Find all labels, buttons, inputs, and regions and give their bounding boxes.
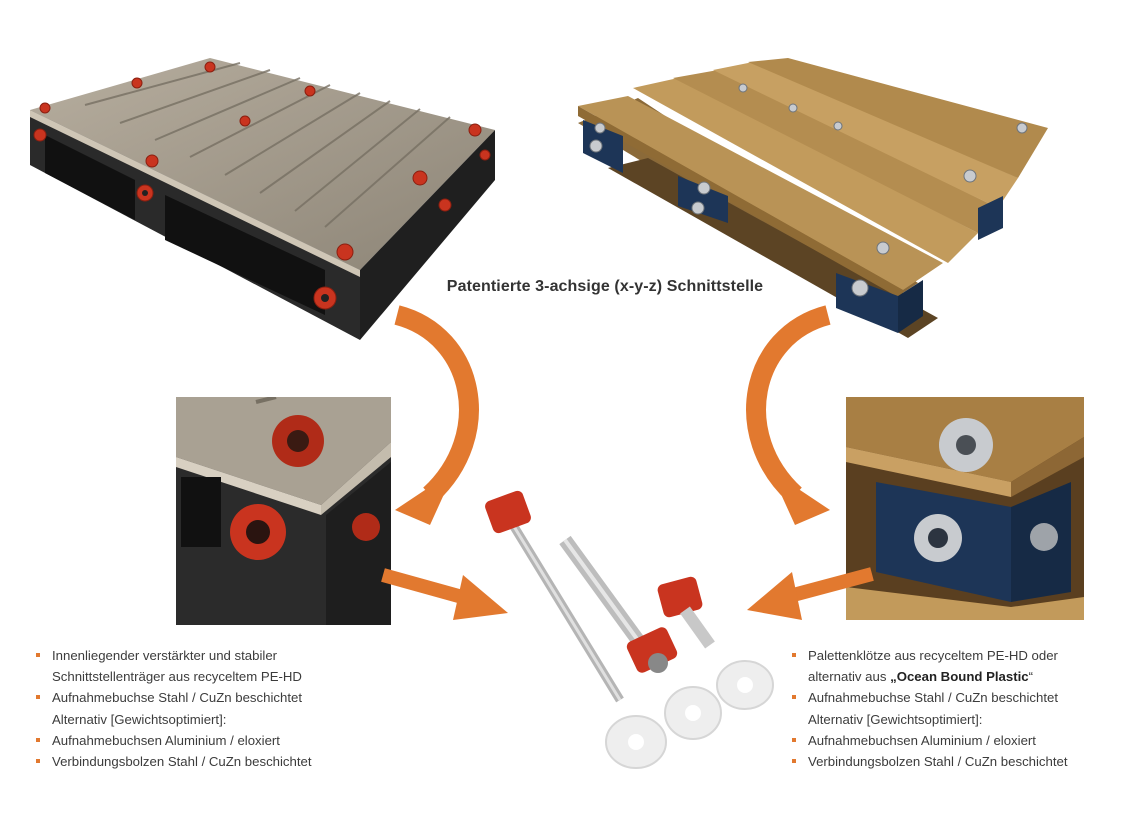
straight-arrow-icon <box>742 562 877 622</box>
wooden-corner-closeup-image <box>846 397 1084 620</box>
list-item: Innenliegender verstärkter und stabiler <box>36 645 376 666</box>
list-item-continuation: alternativ aus „Ocean Bound Plastic“ <box>808 669 1034 685</box>
list-item: Palettenklötze aus recyceltem PE-HD oder <box>792 645 1132 666</box>
connector-parts-image <box>480 485 780 775</box>
list-item: Aufnahmebuchse Stahl / CuZn beschichtet <box>792 687 1132 708</box>
left-feature-list: Innenliegender verstärkter und stabiler … <box>36 645 376 772</box>
list-item-continuation: Schnittstellenträger aus recyceltem PE-H… <box>52 669 302 685</box>
wooden-pallet-image <box>578 58 1056 343</box>
list-item: Aufnahmebuchse Stahl / CuZn beschichtet <box>36 687 376 708</box>
plastic-pallet-image <box>25 55 500 345</box>
bullet-icon <box>36 653 40 657</box>
list-item-continuation: Alternativ [Gewichtsoptimiert]: <box>808 711 983 727</box>
bullet-icon <box>36 737 40 742</box>
list-item: Aufnahmebuchsen Aluminium / eloxiert <box>36 730 376 751</box>
ocean-bound-plastic-label: „Ocean Bound Plastic <box>890 669 1029 685</box>
plastic-corner-closeup-image <box>176 397 391 625</box>
page-title: Patentierte 3-achsige (x-y-z) Schnittste… <box>446 278 764 295</box>
straight-arrow-icon <box>378 560 513 625</box>
bullet-icon <box>792 759 796 764</box>
bullet-icon <box>792 653 796 657</box>
bullet-icon <box>36 695 40 700</box>
list-item: Verbindungsbolzen Stahl / CuZn beschicht… <box>36 751 376 772</box>
list-item: Aufnahmebuchsen Aluminium / eloxiert <box>792 730 1132 751</box>
list-item-continuation: Alternativ [Gewichtsoptimiert]: <box>52 711 227 727</box>
bullet-icon <box>792 737 796 742</box>
right-feature-list: Palettenklötze aus recyceltem PE-HD oder… <box>792 645 1132 772</box>
curved-arrow-icon <box>730 305 840 525</box>
bullet-icon <box>36 759 40 764</box>
list-item: Verbindungsbolzen Stahl / CuZn beschicht… <box>792 751 1132 772</box>
curved-arrow-icon <box>385 305 495 525</box>
bullet-icon <box>792 695 796 700</box>
